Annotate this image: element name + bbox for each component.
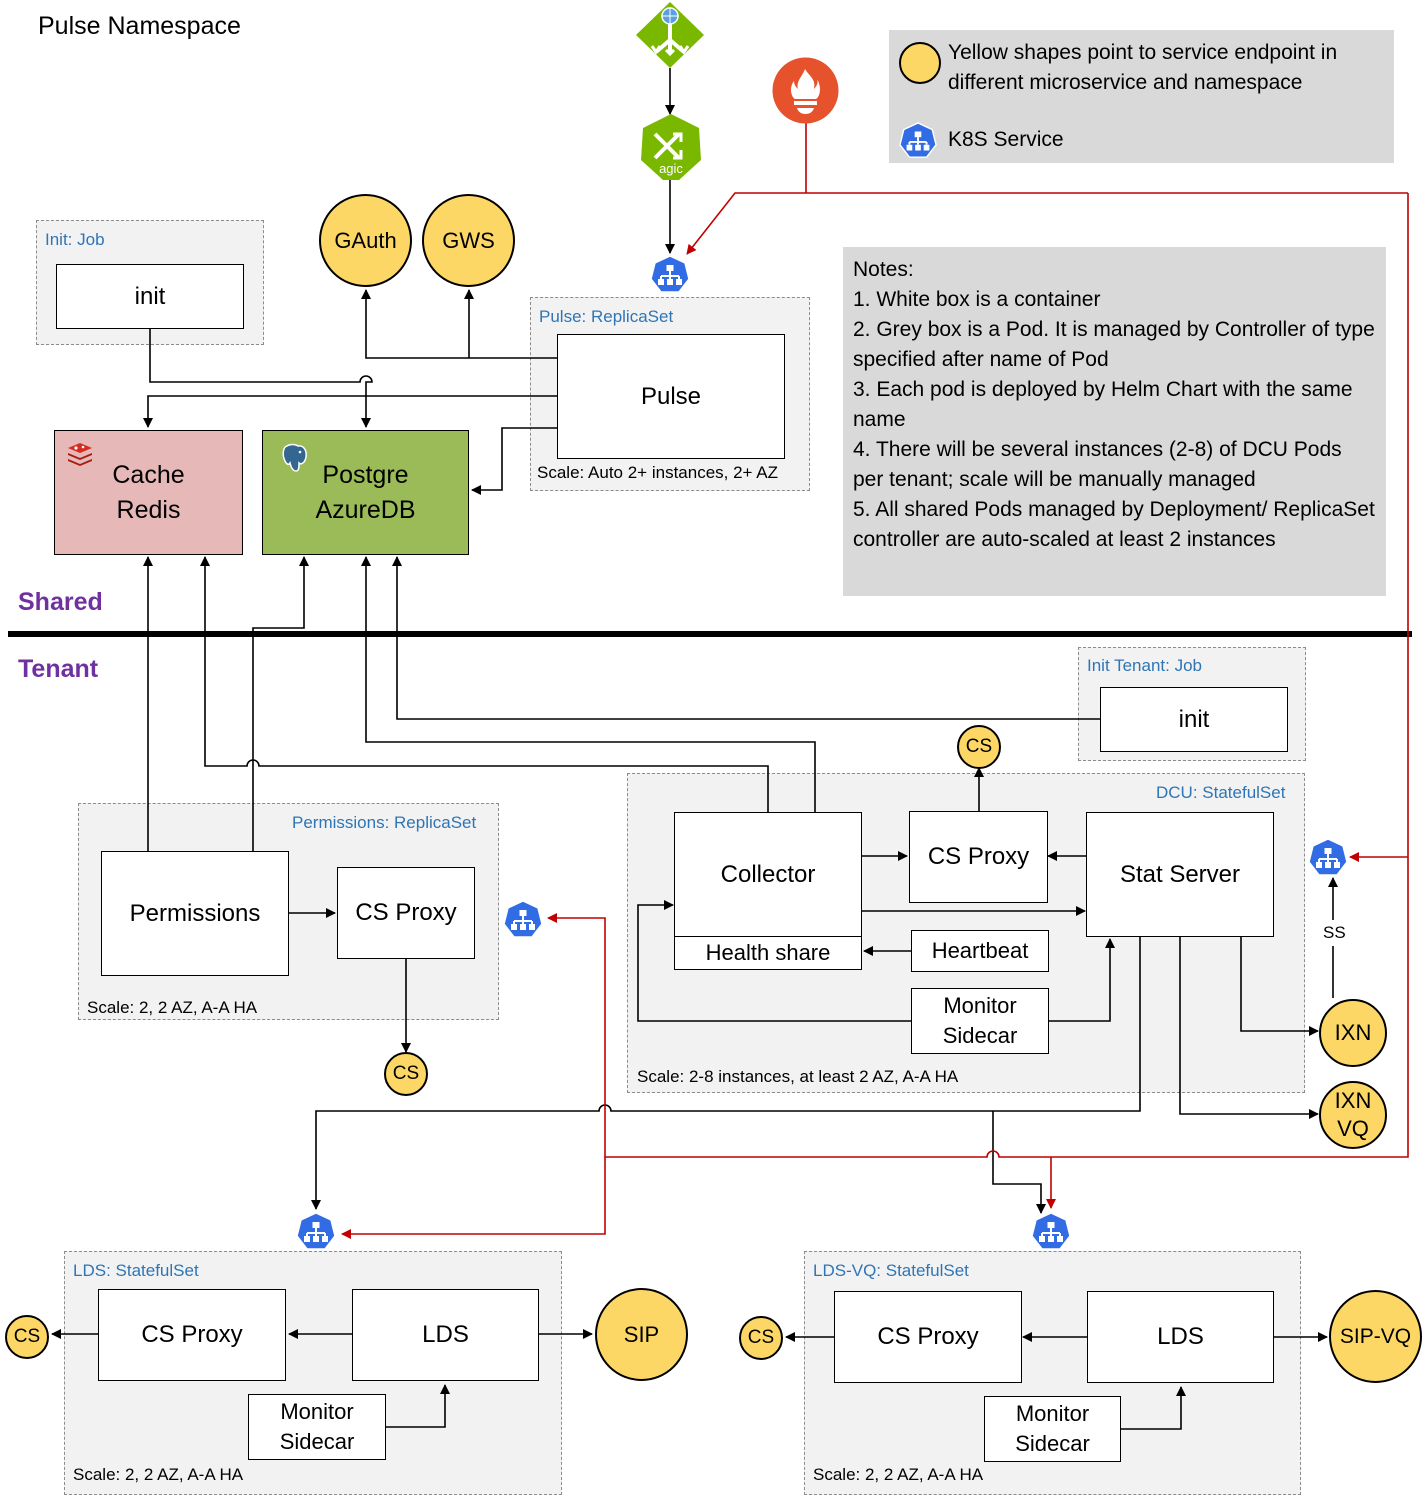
collector-container: Collector <box>674 812 862 937</box>
lds-monitor-label: Monitor Sidecar <box>279 1399 355 1454</box>
pulse-pod-scale: Scale: Auto 2+ instances, 2+ AZ <box>537 463 778 482</box>
dcu-monitor-sidecar: Monitor Sidecar <box>911 988 1049 1054</box>
ldsvq-k8s-service-icon <box>1031 1212 1071 1252</box>
ldsvq-container: LDS <box>1087 1291 1274 1383</box>
ldsvq-pod-scale: Scale: 2, 2 AZ, A-A HA <box>813 1465 984 1484</box>
pulse-container: Pulse <box>557 334 785 459</box>
permissions-pod-scale: Scale: 2, 2 AZ, A-A HA <box>87 998 258 1017</box>
permissions-cs-endpoint: CS <box>384 1052 428 1096</box>
pulse-pod-title: Pulse: ReplicaSet <box>539 307 674 326</box>
ldsvq-cs-proxy: CS Proxy <box>834 1291 1022 1383</box>
redis-icon <box>66 442 94 466</box>
section-tenant: Tenant <box>18 655 99 683</box>
ss-label: SS <box>1323 923 1346 942</box>
redis-cache: Cache Redis <box>54 430 243 555</box>
sip-vq-endpoint: SIP-VQ <box>1329 1290 1422 1383</box>
app-gateway-icon <box>636 2 704 68</box>
dcu-monitor-label: Monitor Sidecar <box>942 993 1018 1048</box>
dcu-pod-title: DCU: StatefulSet <box>1156 783 1286 802</box>
stat-server-container: Stat Server <box>1086 812 1274 937</box>
namespace-title: Pulse Namespace <box>38 12 241 40</box>
notes-item: 1. White box is a container <box>853 288 1101 311</box>
lds-cs-proxy: CS Proxy <box>98 1289 286 1381</box>
init-pod-title: Init: Job <box>45 230 105 249</box>
dcu-cs-endpoint: CS <box>957 725 1001 769</box>
collector-label: Collector <box>720 860 816 888</box>
dcu-cs-proxy: CS Proxy <box>909 811 1048 903</box>
legend-k8s-text: K8S Service <box>948 128 1064 151</box>
agic-label: agic <box>659 161 683 176</box>
health-share-container: Health share <box>674 936 862 970</box>
init-container: init <box>56 264 244 329</box>
notes-panel: Notes: 1. White box is a container 2. Gr… <box>843 247 1386 596</box>
ldsvq-monitor-sidecar: Monitor Sidecar <box>984 1396 1121 1462</box>
k8s-service-icon <box>899 122 937 160</box>
sip-endpoint: SIP <box>595 1288 688 1381</box>
lds-container: LDS <box>352 1289 539 1381</box>
lds-pod-title: LDS: StatefulSet <box>73 1261 199 1280</box>
ldsvq-monitor-label: Monitor Sidecar <box>1015 1401 1090 1456</box>
lds-k8s-service-icon <box>296 1212 336 1252</box>
permissions-k8s-service-icon <box>503 900 543 940</box>
permissions-pod-title: Permissions: ReplicaSet <box>292 813 477 832</box>
gauth-endpoint: GAuth <box>319 194 412 287</box>
postgres-label: Postgre AzureDB <box>315 460 416 524</box>
ldsvq-pod-title: LDS-VQ: StatefulSet <box>813 1261 969 1280</box>
section-shared: Shared <box>18 588 103 616</box>
dcu-k8s-service-icon <box>1308 838 1348 878</box>
lds-monitor-sidecar: Monitor Sidecar <box>248 1394 386 1460</box>
gws-endpoint: GWS <box>422 194 515 287</box>
legend-panel: Yellow shapes point to service endpoint … <box>889 30 1394 163</box>
init-tenant-container: init <box>1100 687 1288 752</box>
legend-yellow-swatch <box>899 42 941 84</box>
pulse-k8s-service-icon <box>650 255 690 295</box>
ixn-vq-label: IXN VQ <box>1334 1088 1372 1141</box>
ixn-endpoint: IXN <box>1319 999 1387 1067</box>
notes-item: 3. Each pod is deployed by Helm Chart wi… <box>853 378 1353 431</box>
legend-yellow-text: Yellow shapes point to service endpoint … <box>948 41 1338 94</box>
ixn-vq-endpoint: IXN VQ <box>1319 1081 1387 1149</box>
prometheus-icon <box>772 57 839 124</box>
dcu-pod-scale: Scale: 2-8 instances, at least 2 AZ, A-A… <box>637 1067 959 1086</box>
notes-heading: Notes: <box>853 258 914 281</box>
lds-cs-endpoint: CS <box>5 1315 49 1359</box>
ldsvq-cs-endpoint: CS <box>739 1316 783 1360</box>
notes-item: 5. All shared Pods managed by Deployment… <box>853 498 1375 551</box>
permissions-cs-proxy: CS Proxy <box>337 867 475 959</box>
redis-label: Cache Redis <box>112 460 185 524</box>
postgres-icon <box>281 443 309 473</box>
lds-pod-scale: Scale: 2, 2 AZ, A-A HA <box>73 1465 244 1484</box>
notes-item: 2. Grey box is a Pod. It is managed by C… <box>853 318 1375 371</box>
permissions-container: Permissions <box>101 851 289 976</box>
heartbeat-container: Heartbeat <box>911 930 1049 972</box>
notes-item: 4. There will be several instances (2-8)… <box>853 438 1342 491</box>
agic-icon: agic <box>639 114 703 180</box>
init-tenant-pod-title: Init Tenant: Job <box>1087 656 1202 675</box>
